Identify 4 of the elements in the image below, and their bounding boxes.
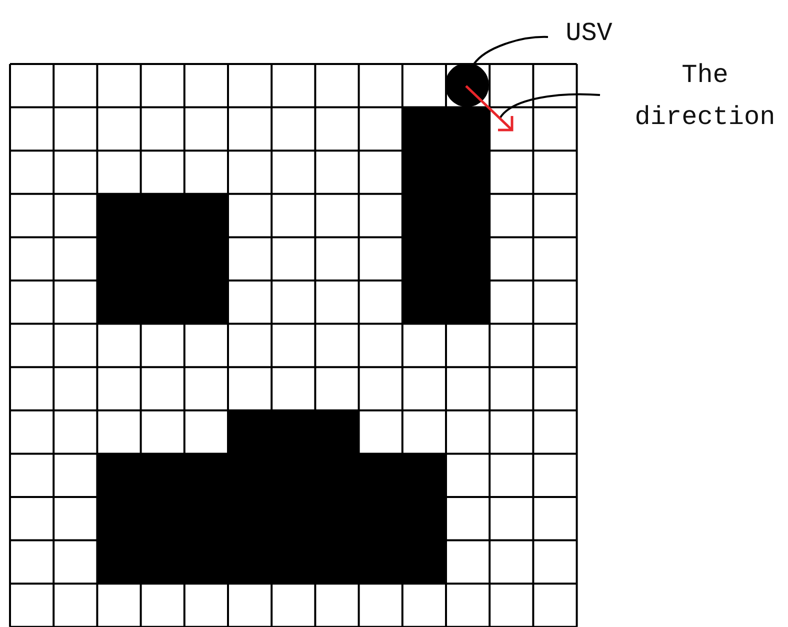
- leader-line: [499, 93, 600, 119]
- usv-label: USV: [564, 17, 614, 50]
- direction-label: The direction: [634, 59, 776, 134]
- leader-line: [473, 36, 548, 65]
